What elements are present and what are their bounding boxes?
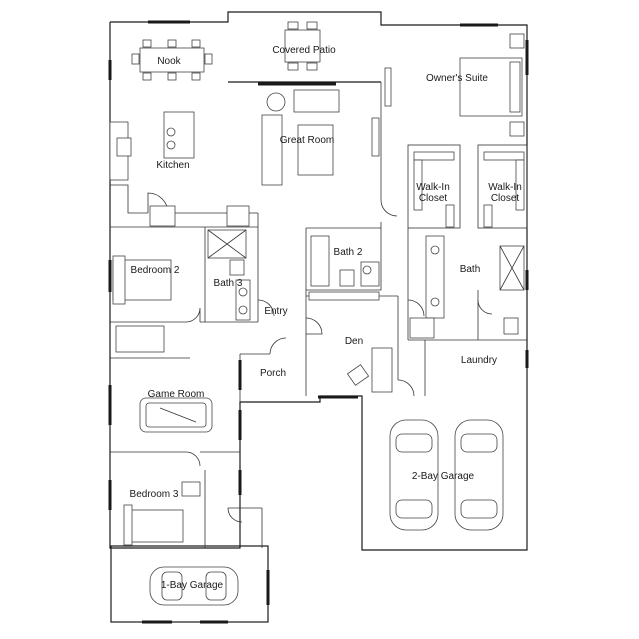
- label-den: Den: [345, 336, 363, 347]
- label-bath-2: Bath 2: [334, 247, 363, 258]
- label-entry: Entry: [264, 306, 287, 317]
- label-bath-3: Bath 3: [214, 278, 243, 289]
- label-two-bay-garage: 2-Bay Garage: [412, 471, 475, 482]
- room-labels: Covered Patio Nook Owner's Suite Great R…: [130, 45, 522, 591]
- windows: [108, 20, 529, 624]
- label-owners-suite: Owner's Suite: [426, 73, 488, 84]
- label-one-bay-garage: 1-Bay Garage: [161, 580, 224, 591]
- label-walk-in-closet-left-1: Walk-In: [416, 182, 450, 193]
- label-walk-in-closet-right-1: Walk-In: [488, 182, 522, 193]
- label-walk-in-closet-left-2: Closet: [419, 193, 448, 204]
- furniture: [109, 21, 525, 606]
- label-covered-patio: Covered Patio: [272, 45, 336, 56]
- label-bedroom-2: Bedroom 2: [131, 265, 180, 276]
- label-nook: Nook: [157, 56, 181, 67]
- label-bath: Bath: [460, 264, 481, 275]
- label-laundry: Laundry: [461, 355, 497, 366]
- label-game-room: Game Room: [148, 389, 205, 400]
- label-great-room: Great Room: [280, 135, 334, 146]
- doors: [147, 192, 493, 523]
- label-bedroom-3: Bedroom 3: [130, 489, 179, 500]
- label-kitchen: Kitchen: [156, 160, 189, 171]
- label-walk-in-closet-right-2: Closet: [491, 193, 520, 204]
- label-porch: Porch: [260, 368, 286, 379]
